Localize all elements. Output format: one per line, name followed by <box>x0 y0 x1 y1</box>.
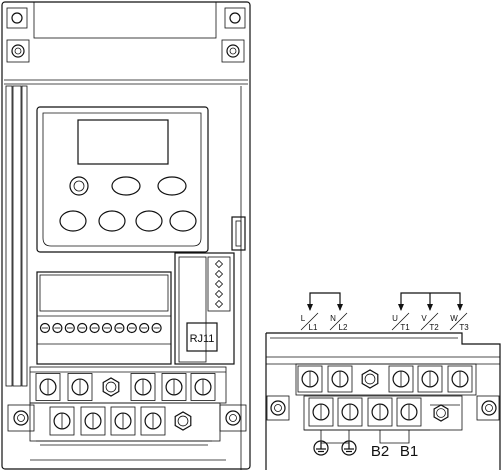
terminal-detail-view: L L1 N L2 U T1 V T2 W T3 <box>266 293 500 470</box>
terminal-screw <box>131 374 155 401</box>
mounting-hole-mid-left <box>7 40 29 62</box>
ground-icon <box>342 441 356 455</box>
output-wiring: U T1 V T2 W T3 <box>392 293 469 332</box>
input-wiring: L L1 N L2 <box>301 293 348 332</box>
terminal-screw <box>418 366 442 392</box>
terminal-nut <box>103 378 119 396</box>
control-terminal-screw <box>140 324 149 333</box>
control-terminal-screw <box>90 324 99 333</box>
control-terminal-block <box>37 272 171 364</box>
keypad-dial[interactable] <box>70 177 88 195</box>
terminal-screw <box>36 374 60 401</box>
rj11-label: RJ11 <box>190 333 215 345</box>
detail-hole-left <box>267 396 289 420</box>
terminal-w-label: W <box>450 314 458 323</box>
mounting-hole-bottom-right <box>220 405 246 431</box>
indicator-diamond <box>216 271 223 278</box>
bottom-terminal-labels: B2 B1 <box>314 430 418 460</box>
control-terminal-screw <box>152 324 161 333</box>
terminal-screw <box>111 407 135 435</box>
brake-b1-label: B1 <box>400 443 418 460</box>
keypad-panel <box>37 107 208 252</box>
terminal-screw <box>309 398 333 426</box>
indicator-diamond <box>216 301 223 308</box>
terminal-screw <box>191 374 215 401</box>
terminal-screw <box>141 407 165 435</box>
control-terminal-screw <box>53 324 62 333</box>
terminal-l1-label: L1 <box>309 323 318 332</box>
indicator-diamond <box>216 261 223 268</box>
terminal-t2-label: T2 <box>429 323 439 332</box>
control-terminal-screw <box>41 324 50 333</box>
terminal-l2-label: L2 <box>339 323 348 332</box>
control-terminal-screw <box>127 324 136 333</box>
mounting-hole-mid-right <box>222 40 244 62</box>
terminal-screw <box>328 366 352 392</box>
terminal-u-label: U <box>392 314 398 323</box>
terminal-screw <box>397 398 421 426</box>
mounting-hole-top-left <box>7 8 27 28</box>
terminal-screw <box>50 407 74 435</box>
terminal-nut <box>175 412 191 430</box>
terminal-t3-label: T3 <box>459 323 469 332</box>
indicator-diamond <box>216 281 223 288</box>
side-latch <box>232 217 245 250</box>
ground-icon <box>314 441 328 455</box>
indicator-diamond <box>216 291 223 298</box>
mounting-hole-top-right <box>225 8 245 28</box>
front-power-terminals <box>30 367 226 460</box>
terminal-nut <box>362 370 378 388</box>
display-window <box>78 120 168 164</box>
terminal-nut <box>434 405 448 421</box>
drive-front-view: RJ11 <box>2 2 250 470</box>
terminal-n-label: N <box>330 314 336 323</box>
terminal-screw <box>368 398 392 426</box>
terminal-screw <box>389 366 413 392</box>
terminal-screw <box>162 374 186 401</box>
terminal-screw <box>338 398 362 426</box>
rj11-block: RJ11 <box>175 253 234 364</box>
keypad-button-5[interactable] <box>136 211 162 231</box>
control-terminal-screw <box>103 324 112 333</box>
control-terminal-screw <box>65 324 74 333</box>
brake-b2-label: B2 <box>371 443 389 460</box>
detail-hole-right <box>477 396 499 420</box>
control-terminal-screw <box>115 324 124 333</box>
terminal-screw <box>298 366 322 392</box>
keypad-button-4[interactable] <box>99 211 125 231</box>
terminal-screw <box>68 374 92 401</box>
keypad-button-6[interactable] <box>170 211 196 231</box>
terminal-screw <box>81 407 105 435</box>
keypad-button-1[interactable] <box>112 177 140 195</box>
terminal-l-label: L <box>301 314 306 323</box>
terminal-v-label: V <box>421 314 427 323</box>
terminal-screw <box>448 366 472 392</box>
terminal-t1-label: T1 <box>400 323 410 332</box>
keypad-button-3[interactable] <box>60 211 86 231</box>
control-terminal-screw <box>78 324 87 333</box>
keypad-button-2[interactable] <box>158 177 186 195</box>
